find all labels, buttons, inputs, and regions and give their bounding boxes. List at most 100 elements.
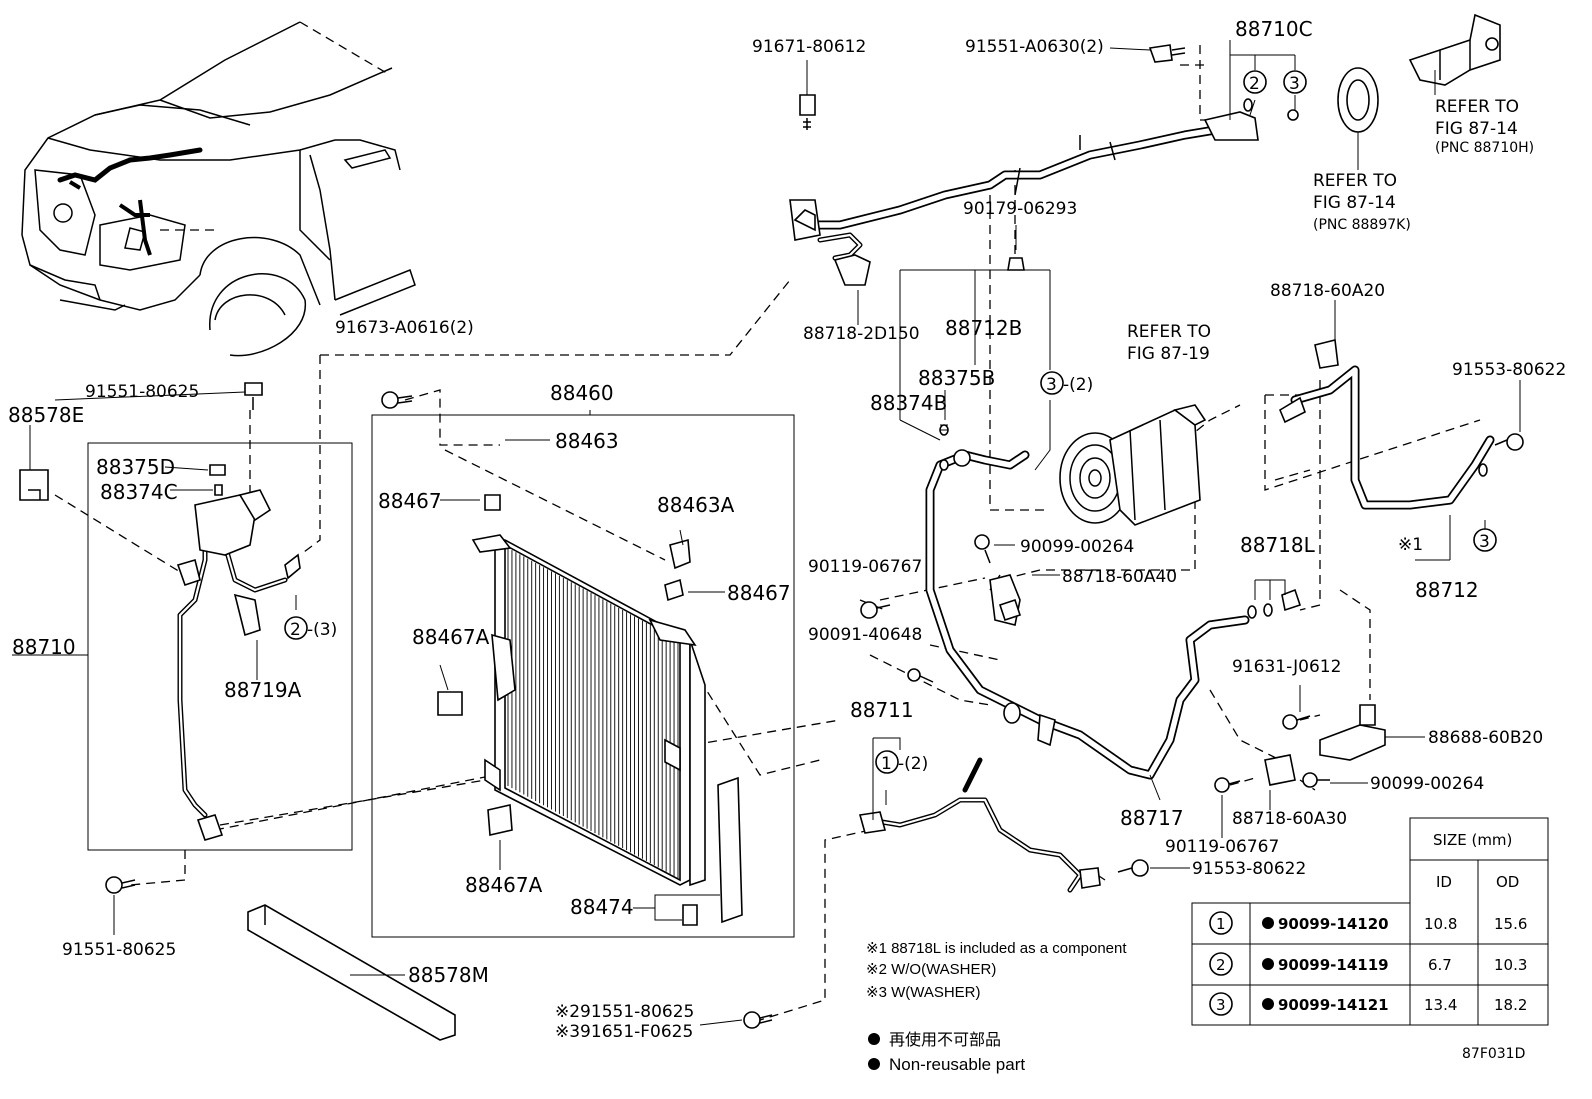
part-88463[interactable]: 88463 (555, 429, 619, 453)
part-90091-40648[interactable]: 90091-40648 (808, 625, 922, 645)
fig-ref-a[interactable]: FIG 87-14 (1435, 119, 1518, 139)
part-88375B[interactable]: 88375B (918, 366, 995, 390)
o-ring-1-marker: 1 (881, 754, 892, 774)
refer-label-b: REFER TO (1313, 171, 1397, 191)
part-88467A-b[interactable]: 88467A (465, 873, 543, 897)
part-88467A-a[interactable]: 88467A (412, 625, 490, 649)
leader-lines (54, 21, 1481, 1021)
part-90099-00264-b[interactable]: 90099-00264 (1370, 774, 1484, 794)
non-reusable-bullet-icon (868, 1033, 880, 1045)
part-88460[interactable]: 88460 (550, 381, 614, 405)
table-row-part[interactable]: 90099-14119 (1278, 956, 1389, 974)
part-88688-60B20[interactable]: 88688-60B20 (1428, 728, 1543, 748)
assembly-box-88460 (371, 414, 795, 938)
part-88718-60A40[interactable]: 88718-60A40 (1062, 567, 1177, 587)
hose-88712 (1278, 339, 1495, 510)
size-table-col-id: ID (1436, 873, 1452, 891)
fig-ref-b[interactable]: FIG 87-14 (1313, 193, 1396, 213)
legend-japanese: 再使用不可部品 (889, 1031, 1001, 1049)
note-3: ※3 W(WASHER) (866, 984, 981, 1001)
o-ring-3-marker: 3 (1479, 532, 1490, 552)
part-91553-80622-bottom[interactable]: 91553-80622 (1192, 859, 1306, 879)
refer-label-a: REFER TO (1435, 97, 1519, 117)
notes: ※1 88718L is included as a component ※2 … (866, 940, 1525, 1074)
part-88710[interactable]: 88710 (12, 635, 76, 659)
part-88712[interactable]: 88712 (1415, 578, 1479, 602)
part-90099-00264-a[interactable]: 90099-00264 (1020, 537, 1134, 557)
part-90119-06767-a[interactable]: 90119-06767 (808, 557, 922, 577)
vehicle-illustration (21, 21, 416, 357)
table-row-od: 18.2 (1494, 996, 1527, 1014)
table-row-od: 15.6 (1494, 915, 1527, 933)
non-reusable-bullet-icon (1262, 998, 1274, 1010)
part-88578M[interactable]: 88578M (408, 963, 489, 987)
part-88718-60A20[interactable]: 88718-60A20 (1270, 281, 1385, 301)
part-labels: 91671-80612 91551-A0630(2) 88710C REFER … (8, 17, 1566, 1042)
assembly-box-88710 (87, 442, 353, 851)
table-row-id: 10.8 (1424, 915, 1457, 933)
part-88474[interactable]: 88474 (570, 895, 634, 919)
part-88374C[interactable]: 88374C (100, 480, 178, 504)
part-91553-80622-top[interactable]: 91553-80622 (1452, 360, 1566, 380)
non-reusable-bullet-icon (1262, 958, 1274, 970)
qty-1-marker: -(2) (898, 754, 928, 774)
part-91551-80625-a[interactable]: 91551-80625 (85, 382, 199, 402)
hose-88711 (858, 757, 1101, 893)
liquid-tube-88710 (19, 382, 301, 841)
part-88375D[interactable]: 88375D (96, 455, 175, 479)
part-88711[interactable]: 88711 (850, 698, 914, 722)
qty-3-marker: -(2) (1063, 375, 1093, 395)
hose-88710C (789, 44, 1299, 286)
part-91671-80612[interactable]: 91671-80612 (752, 37, 866, 57)
o-ring-2-marker: 2 (1249, 74, 1260, 94)
condenser-88460 (437, 494, 743, 926)
table-row-part[interactable]: 90099-14121 (1278, 996, 1389, 1014)
part-90179-06293[interactable]: 90179-06293 (963, 199, 1077, 219)
part-88374B[interactable]: 88374B (870, 391, 947, 415)
part-90119-06767-b[interactable]: 90119-06767 (1165, 837, 1279, 857)
non-reusable-bullet-icon (1262, 917, 1274, 929)
part-91631-J0612[interactable]: 91631-J0612 (1232, 657, 1341, 677)
o-ring-2-marker: 2 (290, 620, 301, 640)
part-88717[interactable]: 88717 (1120, 806, 1184, 830)
part-88467-a[interactable]: 88467 (378, 489, 442, 513)
brackets (1264, 704, 1386, 786)
part-91551-80625-b[interactable]: 91551-80625 (62, 940, 176, 960)
o-ring-callouts: 2 3 3 2 3 1 (284, 70, 1497, 774)
part-88578E[interactable]: 88578E (8, 403, 84, 427)
note-2: ※2 W/O(WASHER) (866, 961, 996, 978)
non-reusable-bullet-icon (868, 1058, 880, 1070)
bumper-bar-88578M (247, 904, 456, 1041)
table-row-part[interactable]: 90099-14120 (1278, 915, 1389, 933)
part-91551-80625-c[interactable]: ※291551-80625 (555, 1002, 694, 1022)
part-88712B[interactable]: 88712B (945, 316, 1022, 340)
table-row-od: 10.3 (1494, 956, 1527, 974)
size-table-col-od: OD (1496, 873, 1519, 891)
part-88463A[interactable]: 88463A (657, 493, 735, 517)
part-88718-60A30[interactable]: 88718-60A30 (1232, 809, 1347, 829)
part-88710C[interactable]: 88710C (1235, 17, 1313, 41)
bolts (105, 391, 1524, 1029)
note-1: ※1 88718L is included as a component (866, 940, 1127, 957)
refer-label-c: REFER TO (1127, 322, 1211, 342)
part-91673-A0616[interactable]: 91673-A0616(2) (335, 318, 474, 338)
pnc-ref-b: (PNC 88897K) (1313, 217, 1411, 233)
fig-ref-c[interactable]: FIG 87-19 (1127, 344, 1210, 364)
callout-lines (12, 40, 1521, 1026)
figure-code: 87F031D (1462, 1046, 1525, 1062)
table-row-number: 1 (1216, 915, 1226, 933)
part-88718L[interactable]: 88718L (1240, 533, 1316, 557)
part-91651-F0625[interactable]: ※391651-F0625 (555, 1022, 693, 1042)
compressor-seal-part (1337, 13, 1501, 133)
qty-2-marker: -(3) (307, 620, 337, 640)
part-91551-A0630[interactable]: 91551-A0630(2) (965, 37, 1104, 57)
size-table: SIZE (mm) ID OD 1 90099-14120 10.8 15.6 … (1191, 817, 1549, 1026)
table-row-number: 2 (1216, 956, 1226, 974)
hoses-88712B-88717 (925, 424, 1302, 780)
table-row-id: 13.4 (1424, 996, 1457, 1014)
part-88719A[interactable]: 88719A (224, 678, 302, 702)
o-ring-3-marker: 3 (1289, 74, 1300, 94)
part-88467-b[interactable]: 88467 (727, 581, 791, 605)
part-88718-2D150[interactable]: 88718-2D150 (803, 324, 920, 344)
